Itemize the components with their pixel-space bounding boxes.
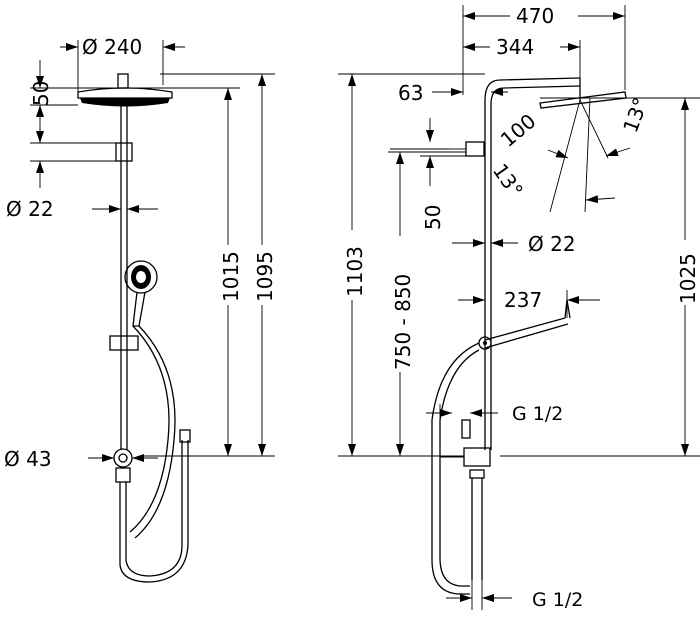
- thread-lower-label: G 1/2: [532, 589, 583, 611]
- dim-head-diameter: Ø 240: [60, 35, 185, 92]
- pipe-diameter-right-label: Ø 22: [528, 232, 576, 256]
- arm-100-label: 100: [496, 109, 541, 152]
- angle-upper-label: 13°: [618, 94, 653, 136]
- dim-height-1015: 1015: [128, 87, 275, 457]
- dim-height-1103: 1103: [338, 73, 485, 457]
- dim-thread-upper: G 1/2: [426, 403, 563, 425]
- dim-height-range: 750 - 850: [388, 151, 466, 456]
- dim-pipe-diameter-left: Ø 22: [6, 197, 158, 221]
- left-front-view: Ø 240 50 Ø 22 1015: [4, 35, 277, 583]
- height-1095-label: 1095: [253, 251, 277, 302]
- side-riser-and-arm: [450, 77, 627, 450]
- riser-pipe: [30, 105, 133, 450]
- dim-pipe-diameter-right: Ø 22: [452, 232, 576, 256]
- height-1025-label: 1025: [676, 253, 700, 304]
- dim-hand-reach-237: 237: [458, 288, 600, 318]
- thread-upper-label: G 1/2: [512, 403, 563, 425]
- hand-reach-237-label: 237: [504, 288, 542, 312]
- head-diameter-label: Ø 240: [82, 35, 142, 59]
- height-1103-label: 1103: [343, 246, 367, 297]
- height-1015-label: 1015: [219, 251, 243, 302]
- overhead-shower-head: [77, 73, 173, 107]
- dim-height-1095: 1095: [160, 73, 277, 456]
- angle-lower-label: 13°: [488, 159, 528, 202]
- height-range-label: 750 - 850: [391, 274, 415, 370]
- side-mixer-and-hose: [431, 342, 491, 595]
- pipe-diameter-left-label: Ø 22: [6, 197, 54, 221]
- right-side-view: 470 344 63 100 13° 13°: [338, 4, 700, 611]
- mixer-diameter-label: Ø 43: [4, 447, 52, 471]
- reach-470-label: 470: [516, 4, 554, 28]
- dim-thread-lower: G 1/2: [446, 580, 583, 611]
- offset-63-label: 63: [398, 81, 423, 105]
- mixer-and-hose: [113, 325, 191, 583]
- side-hand-shower: [478, 299, 571, 350]
- reach-344-label: 344: [496, 35, 534, 59]
- dim-reach-470: 470: [462, 4, 626, 95]
- dim-gap-50: 50: [390, 118, 466, 230]
- dim-mixer-diameter: Ø 43: [4, 447, 158, 471]
- hand-shower: [109, 260, 158, 351]
- dim-offset-63: 63: [398, 81, 508, 105]
- dim-arm-angles: 100 13° 13°: [488, 94, 653, 213]
- head-height-label: 50: [29, 81, 53, 106]
- dim-head-height: 50: [29, 60, 118, 130]
- dim-height-1025: 1025: [500, 97, 700, 457]
- gap-50-label: 50: [421, 205, 445, 230]
- dim-reach-344: 344: [463, 35, 581, 78]
